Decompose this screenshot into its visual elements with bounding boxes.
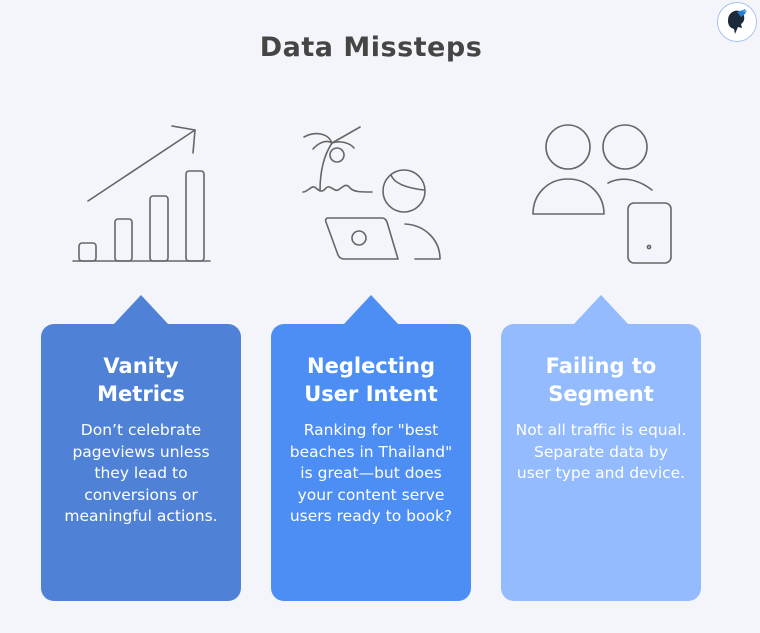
card-body: Don’t celebrate pageviews unless they le… bbox=[64, 421, 218, 525]
beach-laptop-user-icon bbox=[290, 110, 460, 280]
card-title-line: Vanity bbox=[103, 354, 179, 378]
card-title-line: Metrics bbox=[97, 382, 185, 406]
card-body: Not all traffic is equal. Separate data … bbox=[515, 421, 687, 482]
avatar[interactable] bbox=[717, 2, 757, 42]
card-vanity-metrics: Vanity Metrics Don’t celebrate pageviews… bbox=[41, 295, 241, 601]
card-title-line: User Intent bbox=[304, 382, 438, 406]
card-title: Failing to Segment bbox=[515, 352, 687, 408]
card-title: Neglecting User Intent bbox=[285, 352, 457, 408]
bar-chart-growth-icon bbox=[60, 110, 230, 280]
card-title-line: Neglecting bbox=[307, 354, 435, 378]
card-body: Ranking for "best beaches in Thailand" i… bbox=[289, 421, 453, 525]
card-title: Vanity Metrics bbox=[55, 352, 227, 408]
page-title: Data Missteps bbox=[259, 32, 483, 63]
card-pointer bbox=[113, 295, 169, 325]
card-pointer bbox=[343, 295, 399, 325]
card-title-line: Segment bbox=[548, 382, 654, 406]
profile-silhouette-icon bbox=[728, 9, 747, 34]
users-device-icon bbox=[520, 110, 690, 280]
card-pointer bbox=[573, 295, 629, 325]
card-failing-to-segment: Failing to Segment Not all traffic is eq… bbox=[501, 295, 701, 601]
card-title-line: Failing to bbox=[545, 354, 657, 378]
card-neglecting-user-intent: Neglecting User Intent Ranking for "best… bbox=[271, 295, 471, 601]
